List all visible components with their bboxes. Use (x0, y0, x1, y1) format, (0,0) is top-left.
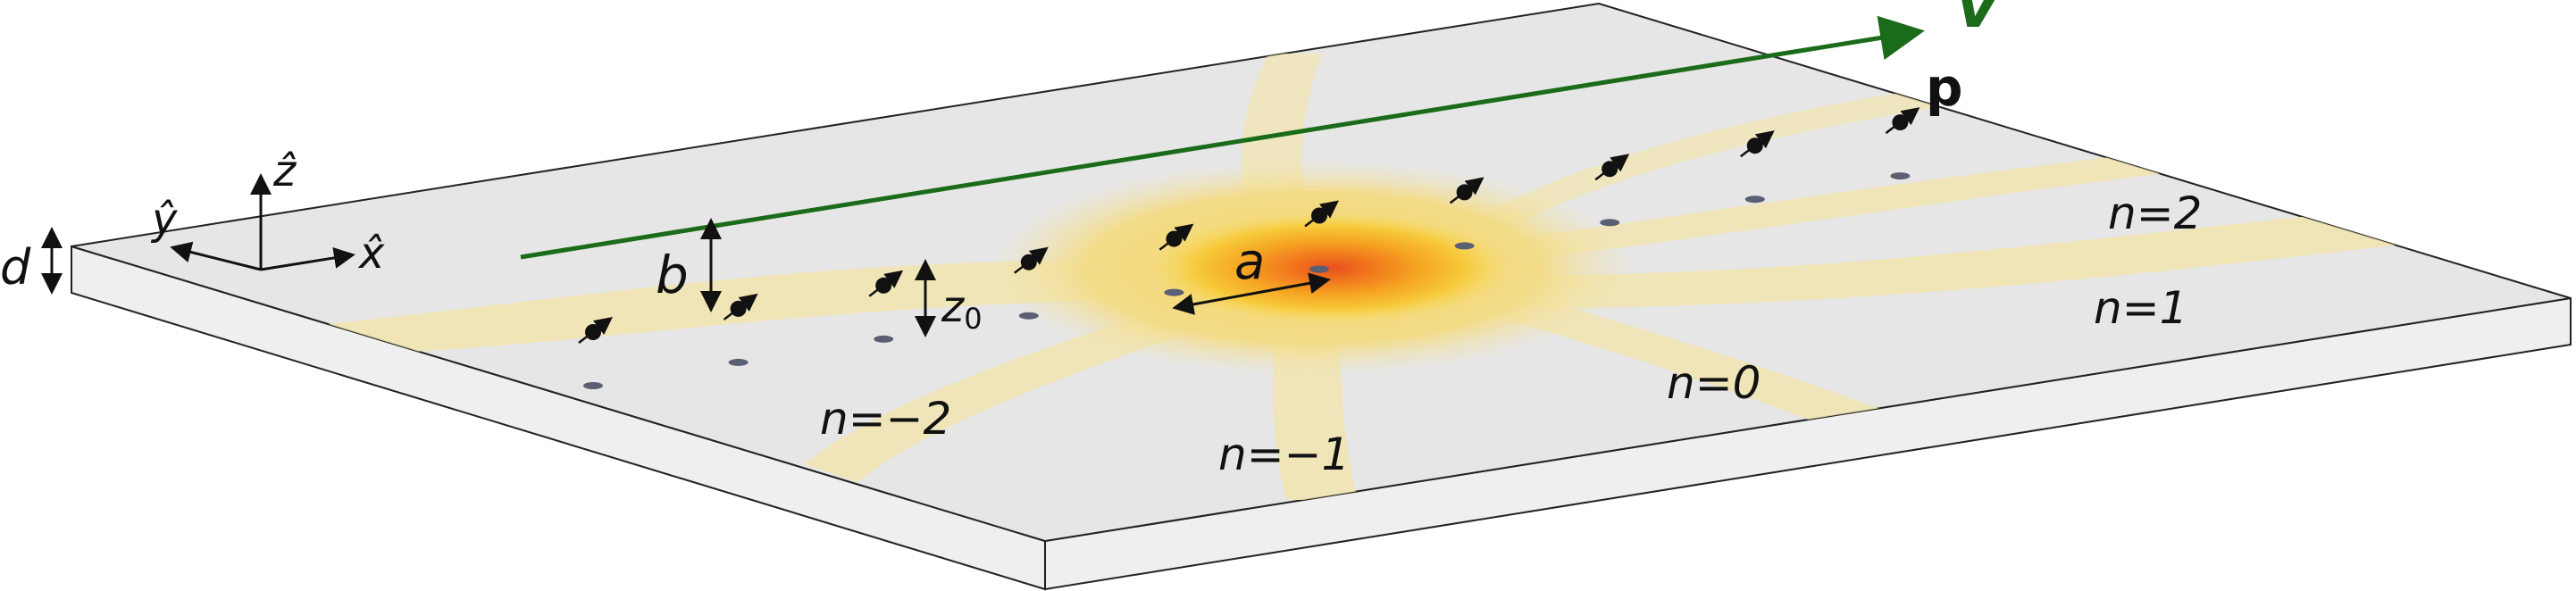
spacing-arrow (1172, 272, 1331, 315)
height-marker: z0 (915, 259, 983, 337)
z-axis-label: ẑ (272, 146, 297, 196)
coordinate-axes: ẑ x̂ ŷ (150, 146, 385, 279)
dipole (730, 300, 747, 317)
order-label-minus2: n=−2 (820, 393, 951, 445)
thickness-label: d (0, 239, 31, 296)
field-band-upper-right (1429, 89, 1938, 268)
order-label-plus2: n=2 (2108, 187, 2202, 239)
dipole (1892, 114, 1909, 131)
velocity-label: v (1956, 0, 2000, 42)
dipole (875, 277, 892, 294)
dipole (1020, 254, 1037, 271)
image-dipole (874, 335, 894, 343)
spacing-marker: a (1172, 233, 1331, 315)
order-label-zero: n=0 (1667, 357, 1761, 409)
dipole (585, 324, 601, 340)
image-dipole (1454, 242, 1475, 250)
dipole (1746, 137, 1763, 154)
y-axis-label: ŷ (150, 195, 178, 245)
dipole-array (578, 107, 1920, 389)
image-dipole (1890, 172, 1911, 180)
electron-trajectory (520, 15, 1925, 260)
x-axis-label: x̂ (357, 229, 385, 279)
impact-label: b (656, 245, 689, 305)
image-dipole (728, 358, 749, 366)
image-dipole (1164, 288, 1184, 296)
dipole (1311, 207, 1327, 224)
image-dipole (583, 382, 603, 389)
thickness-marker: d (0, 227, 63, 296)
height-label: z0 (941, 282, 983, 336)
dipole (1602, 161, 1618, 178)
image-dipole (1309, 265, 1329, 273)
field-core (1152, 212, 1510, 323)
dipole (1166, 230, 1183, 247)
order-label-plus1: n=1 (2094, 282, 2187, 334)
dipole-label: p (1926, 57, 1963, 118)
order-label-minus1: n=−1 (1218, 429, 1350, 480)
image-dipole (1744, 196, 1765, 204)
x-axis (260, 246, 355, 271)
y-axis (170, 241, 262, 271)
order-labels: n=2 n=1 n=0 n=−1 n=−2 (820, 187, 2202, 480)
spacing-label: a (1234, 233, 1265, 291)
dipole (1456, 184, 1473, 201)
image-dipole (1018, 312, 1039, 320)
image-dipole (1600, 219, 1620, 227)
impact-marker: b (656, 218, 722, 312)
height-subscript: 0 (964, 302, 982, 336)
